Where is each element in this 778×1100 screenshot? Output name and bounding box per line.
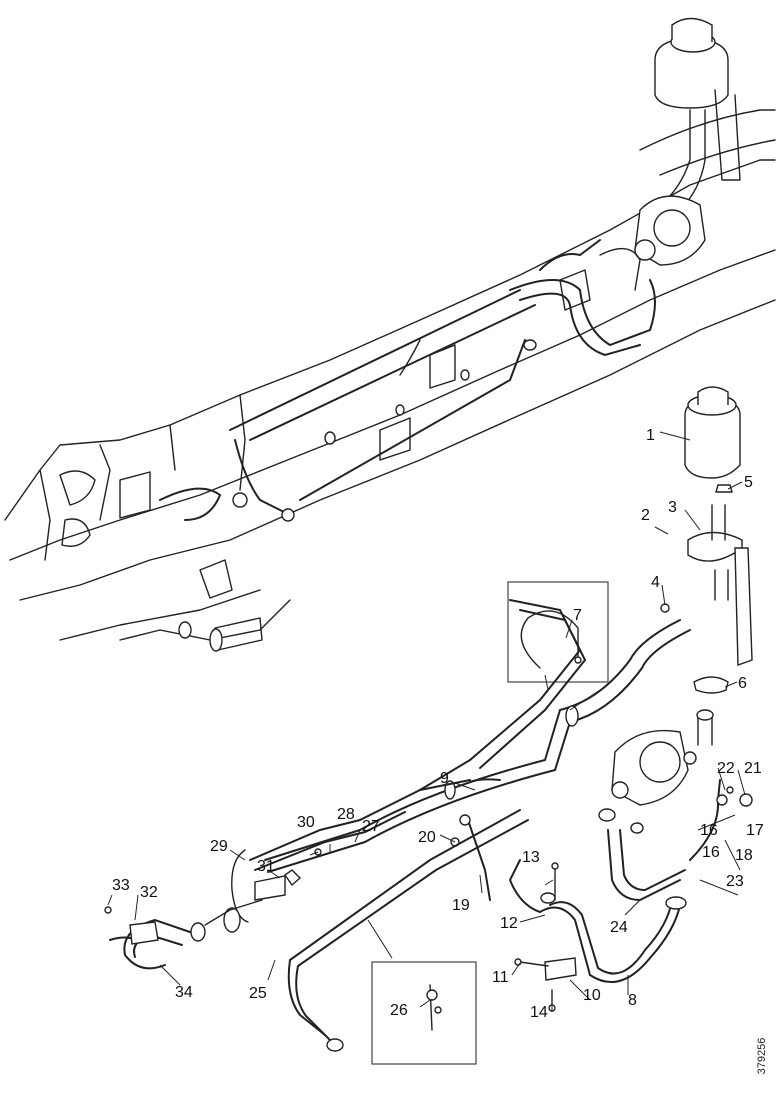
callout-11: 11 [492,969,509,986]
callout-33: 33 [112,877,130,894]
callout-25: 25 [249,985,267,1002]
callouts: 1 2 3 4 5 6 7 8 9 10 11 12 13 14 16 16 1… [112,427,764,1021]
callout-14: 14 [530,1004,548,1021]
hose-clamp-parts [190,848,322,942]
hose-inset [507,581,609,683]
reservoir-part [684,386,741,479]
callout-7: 7 [573,607,582,624]
callout-3: 3 [668,499,677,516]
callout-24: 24 [610,919,628,936]
installed-reservoir [654,17,741,211]
callout-22: 22 [717,760,735,777]
reservoir-bracket [660,484,753,746]
callout-32: 32 [140,884,158,901]
callout-28: 28 [337,806,355,823]
leader-lines [107,431,746,1012]
pipe-assembly-part [508,859,687,983]
clip-inset [371,961,477,1065]
callout-6: 6 [738,675,747,692]
callout-16-lower: 16 [702,844,720,861]
callout-21: 21 [744,760,762,777]
callout-31: 31 [257,858,275,875]
callout-20: 20 [418,829,436,846]
steering-pump-part [598,729,697,834]
steering-line-part [249,599,587,1052]
callout-27: 27 [362,818,380,835]
callout-19: 19 [452,897,470,914]
callout-8: 8 [628,992,637,1009]
callout-18: 18 [735,847,753,864]
callout-17: 17 [746,822,764,839]
callout-4: 4 [651,574,660,591]
callout-29: 29 [210,838,228,855]
callout-10: 10 [583,987,601,1004]
callout-13: 13 [522,849,540,866]
installed-hose-routing [159,239,656,522]
chassis-frame-assembly [4,109,776,652]
callout-16-upper: 16 [700,822,718,839]
callout-2: 2 [641,507,650,524]
return-hose-part [607,779,753,902]
callout-5: 5 [744,474,753,491]
callout-12: 12 [500,915,518,932]
callout-23: 23 [726,873,744,890]
front-pipe-part [104,906,191,970]
callout-1: 1 [646,427,655,444]
callout-30: 30 [297,814,315,831]
document-number-text: 379256 [756,1037,768,1075]
callout-34: 34 [175,984,193,1001]
callout-9: 9 [440,770,449,787]
installed-steering-pump [599,195,706,291]
callout-26: 26 [390,1002,408,1019]
document-number: 379256 [752,1022,772,1094]
pressure-hose-part [264,619,691,873]
